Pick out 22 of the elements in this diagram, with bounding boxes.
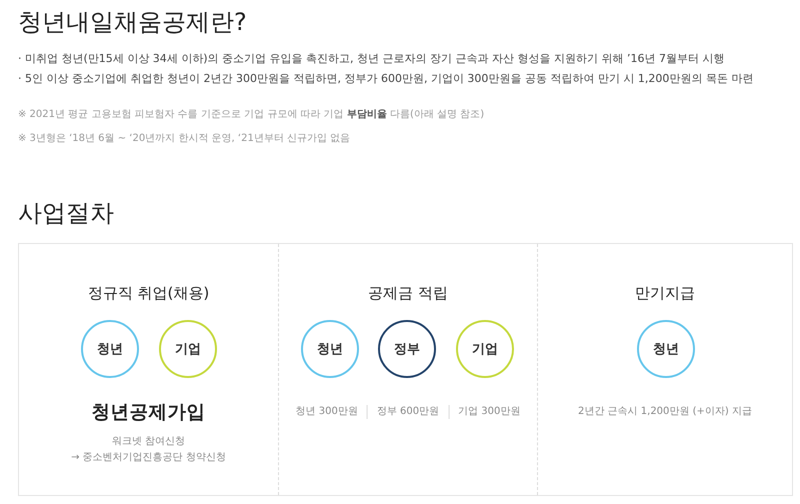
bullet-text: · 미취업 청년(만15세 이상 34세 이하)의 중소기업 유입을 촉진하고, 청년 근로자의 장기 근속과 자산 형성을 지원하기 위해 ’16년 7월부터 시행 — [18, 51, 724, 67]
participant-circle: 기업 — [159, 320, 217, 378]
step-title: 청년공제가입 — [92, 401, 206, 425]
amount-text: 기업 300만원 — [458, 405, 520, 419]
footnote-text: ※ 3년형은 ‘18년 6월 ~ ‘20년까지 한시적 운영, ‘21년부터 신규가입 없음 — [18, 132, 350, 146]
panel-heading: 공제금 적립 — [368, 283, 448, 303]
amount-text: 청년 300만원 — [296, 405, 358, 419]
page-title: 청년내일채움공제란? — [18, 7, 247, 38]
footnote-text: ※ 2021년 평균 고용보험 피보험자 수를 기준으로 기업 규모에 따라 기업 부담비율 다름(아래 설명 참조) — [18, 108, 484, 122]
participant-circle: 기업 — [456, 320, 514, 378]
participant-circle: 청년 — [301, 320, 359, 378]
step-note: 2년간 근속시 1,200만원 (+이자) 지급 — [578, 405, 752, 419]
panel-heading: 만기지급 — [635, 283, 695, 303]
step-note: 워크넷 참여신청 — [112, 435, 186, 449]
panel-heading: 정규직 취업(채용) — [88, 283, 210, 303]
participant-circle: 청년 — [637, 320, 695, 378]
participant-circle: 정부 — [378, 320, 436, 378]
section-heading: 사업절차 — [18, 198, 114, 229]
participant-circle: 청년 — [81, 320, 139, 378]
bullet-text: · 5인 이상 중소기업에 취업한 청년이 2년간 300만원을 적립하면, 정부가 600만원, 기업이 300만원을 공동 적립하여 만기 시 1,200만원의 목돈 마련 — [18, 71, 754, 87]
amount-text: 정부 600만원 — [376, 405, 440, 419]
step-note: → 중소벤처기업진흥공단 청약신청 — [71, 451, 226, 465]
